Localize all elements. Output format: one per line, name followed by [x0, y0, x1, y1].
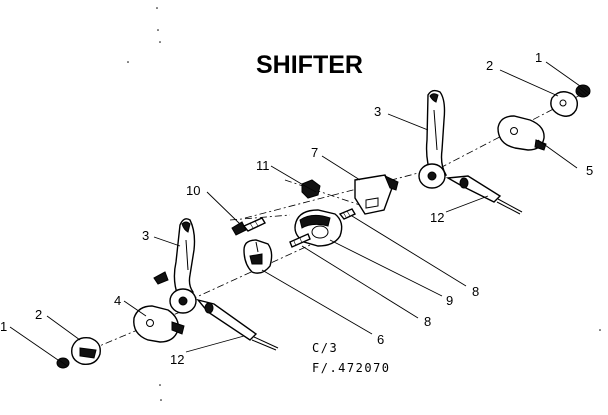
callout-1-left: 1 [0, 319, 7, 334]
callout-8-lower: 8 [424, 314, 431, 329]
callout-10: 10 [186, 183, 200, 198]
callout-3-left: 3 [142, 228, 149, 243]
callout-1-right: 1 [535, 50, 542, 65]
part-10-screw [231, 217, 266, 236]
callout-2-right: 2 [486, 58, 493, 73]
callout-11: 11 [256, 158, 270, 173]
diagram-title: SHIFTER [256, 51, 363, 79]
part-3-right-lever [418, 89, 448, 189]
part-2-right-washer [550, 91, 579, 117]
part-11-nut [301, 179, 321, 199]
callout-12-left: 12 [170, 352, 184, 367]
part-8-upper-screw [338, 208, 357, 220]
callout-numbers: 1 2 3 5 12 7 11 10 8 9 8 6 3 4 2 1 12 [0, 50, 593, 367]
leader-lines [9, 61, 581, 361]
part-8-lower-screw [289, 233, 311, 248]
reference-code-line2: F/.472070 [312, 361, 391, 375]
callout-12-right: 12 [430, 210, 444, 225]
part-5-plate [497, 115, 547, 151]
scan-specks [127, 7, 601, 401]
callout-5: 5 [586, 163, 593, 178]
part-2-left-washer [71, 337, 101, 365]
part-7-bracket [354, 174, 399, 215]
callout-2-left: 2 [35, 307, 42, 322]
part-1-left-nut [56, 357, 70, 369]
part-6-clip [243, 239, 273, 274]
callout-4: 4 [114, 293, 121, 308]
reference-code-line1: C/3 [312, 341, 338, 355]
part-3-left-lever [153, 218, 197, 314]
callout-9: 9 [446, 293, 453, 308]
callout-3-right: 3 [374, 104, 381, 119]
part-12-left-cable [196, 298, 279, 351]
callout-6: 6 [377, 332, 384, 347]
callout-8-upper: 8 [472, 284, 479, 299]
part-1-right-nut [575, 84, 591, 98]
callout-7: 7 [311, 145, 318, 160]
part-12-right-cable [445, 175, 523, 215]
